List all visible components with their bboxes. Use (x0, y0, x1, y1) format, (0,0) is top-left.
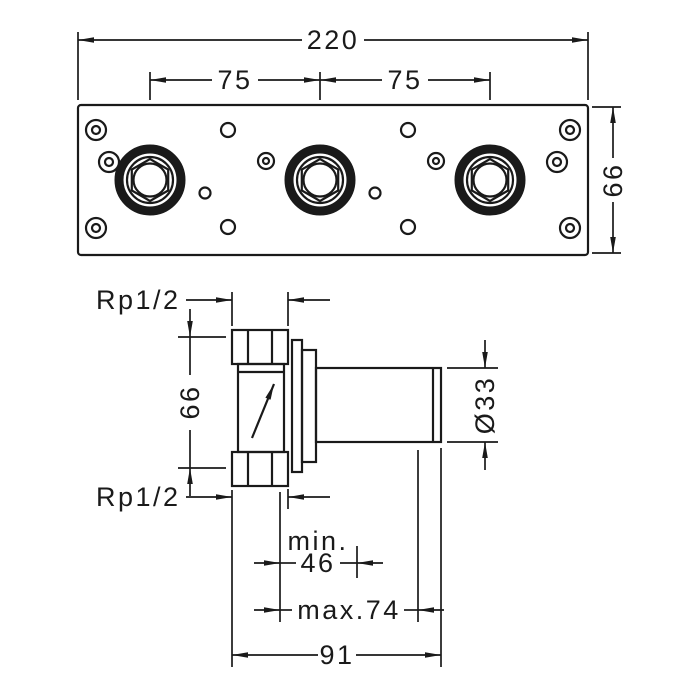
hex-fitting-right (454, 144, 526, 216)
dim-thread-bottom: Rp1/2 (96, 482, 330, 512)
dim-max-depth-label: max.74 (297, 595, 401, 625)
dim-spacing-right-label: 75 (387, 65, 422, 95)
dim-sleeve-diameter-label: Ø33 (470, 376, 500, 435)
protective-sleeve (314, 366, 443, 444)
dim-sleeve-diameter: Ø33 (447, 340, 500, 470)
dim-total-length: 91 (231, 448, 442, 670)
dim-min-depth-value: 46 (300, 548, 335, 578)
front-view (76, 103, 590, 257)
front-view-dimensions: 220 75 75 66 (77, 25, 628, 254)
mounting-holes (84, 118, 582, 240)
dim-thread-bottom-label: Rp1/2 (96, 482, 181, 512)
dim-spacing-left-label: 75 (217, 65, 252, 95)
hex-nut (130, 157, 170, 203)
dim-max-depth: max.74 (254, 450, 444, 625)
hex-fitting-center (284, 144, 356, 216)
dim-thread-top: Rp1/2 (96, 285, 330, 326)
dim-overall-width-label: 220 (307, 25, 360, 55)
mounting-plate-outline (76, 103, 590, 257)
hex-nut (300, 157, 340, 203)
dim-thread-top-label: Rp1/2 (96, 285, 181, 315)
dim-min-depth: min. 46 (254, 492, 383, 622)
side-view (230, 328, 443, 488)
bottom-hex-connection (230, 450, 290, 488)
side-view-dimensions: Rp1/2 66 Rp1/2 Ø33 (96, 285, 500, 670)
dim-hole-spacing: 75 75 (149, 65, 491, 100)
dim-plate-height: 66 (592, 106, 628, 254)
hex-fitting-left (114, 144, 186, 216)
dim-body-height: 66 (175, 309, 226, 496)
top-hex-connection (230, 328, 290, 366)
hex-nut (470, 157, 510, 203)
dim-total-length-label: 91 (319, 640, 354, 670)
valve-body (236, 362, 286, 454)
mounting-flange (290, 338, 318, 474)
dim-plate-height-label: 66 (598, 162, 628, 197)
dim-overall-width: 220 (77, 25, 589, 100)
dim-min-depth-word: min. (287, 526, 348, 556)
dim-body-height-label: 66 (175, 384, 205, 419)
flow-direction-arrow (250, 383, 276, 439)
